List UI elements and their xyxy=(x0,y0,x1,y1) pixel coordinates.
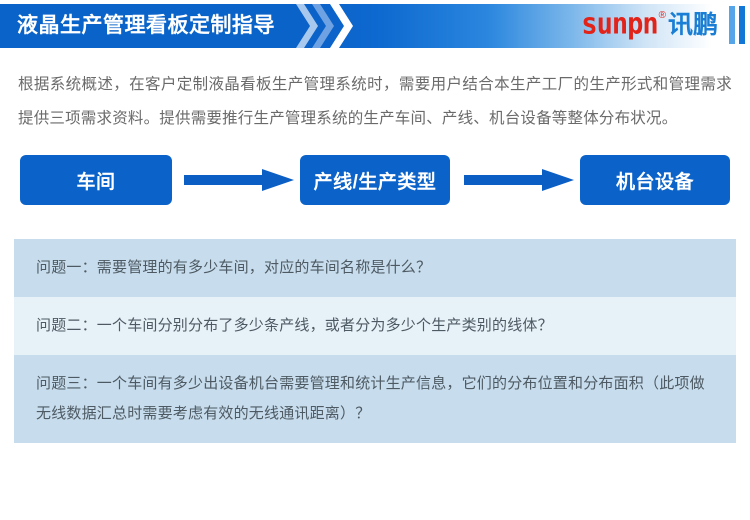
question-row-3: 问题三：一个车间有多少出设备机台需要管理和统计生产信息，它们的分布位置和分布面积… xyxy=(14,355,736,443)
page-header: 液晶生产管理看板定制指导 sunpn ® 讯鹏 xyxy=(0,0,750,48)
process-flow-diagram: 车间 产线/生产类型 机台设备 xyxy=(0,155,750,217)
chevron-right-icon-3 xyxy=(330,4,356,48)
chevron-right-icon-2 xyxy=(312,4,338,48)
page-title: 液晶生产管理看板定制指导 xyxy=(17,14,275,37)
logo-wordmark: sunpn ® xyxy=(581,7,666,42)
header-title-block xyxy=(0,4,300,48)
question-text-3: 问题三：一个车间有多少出设备机台需要管理和统计生产信息，它们的分布位置和分布面积… xyxy=(36,375,705,422)
arrow-right-icon-1 xyxy=(184,169,294,191)
chevron-right-icon-1 xyxy=(296,4,322,48)
logo-wordmark-text: sunpn xyxy=(581,7,658,42)
question-row-1: 问题一：需要管理的有多少车间，对应的车间名称是什么？ xyxy=(14,239,736,297)
questions-list: 问题一：需要管理的有多少车间，对应的车间名称是什么？ 问题二：一个车间分别分布了… xyxy=(14,239,736,443)
header-accent-bar-dark xyxy=(739,6,745,44)
intro-paragraph: 根据系统概述，在客户定制液晶看板生产管理系统时，需要用户结合本生产工厂的生产形式… xyxy=(18,76,732,127)
flow-box-workshop[interactable]: 车间 xyxy=(20,155,172,205)
logo-chinese-name: 讯鹏 xyxy=(667,11,718,39)
question-text-1: 问题一：需要管理的有多少车间，对应的车间名称是什么？ xyxy=(36,259,432,276)
brand-logo: sunpn ® 讯鹏 xyxy=(581,8,718,42)
flow-box-production-line[interactable]: 产线/生产类型 xyxy=(300,155,450,205)
question-row-2: 问题二：一个车间分别分布了多少条产线，或者分为多少个生产类别的线体？ xyxy=(14,297,736,355)
question-text-2: 问题二：一个车间分别分布了多少条产线，或者分为多少个生产类别的线体？ xyxy=(36,317,553,334)
flow-box-machine-equipment[interactable]: 机台设备 xyxy=(580,155,730,205)
arrow-right-icon-2 xyxy=(464,169,574,191)
header-accent-bar-light xyxy=(729,6,735,44)
registered-trademark-icon: ® xyxy=(658,10,666,21)
